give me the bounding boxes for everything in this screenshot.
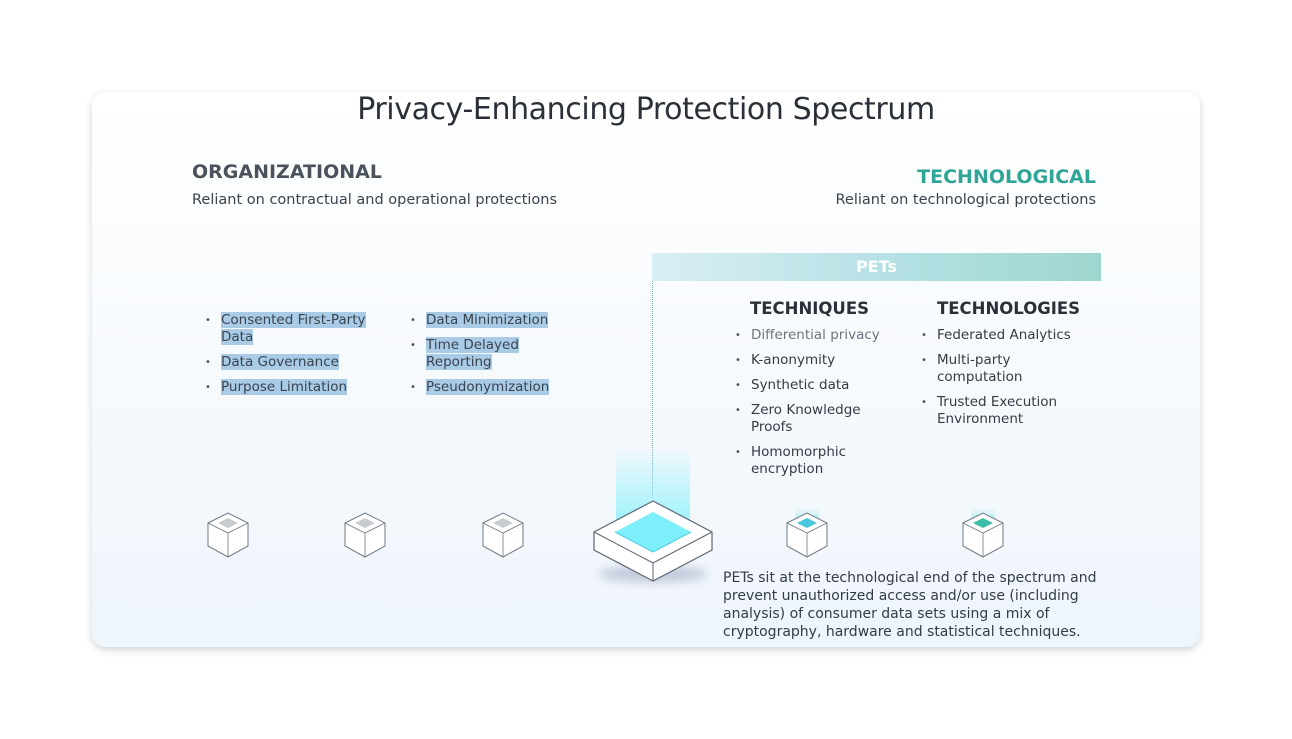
pets-platform-icon <box>593 446 713 582</box>
list-item: Data Governance <box>205 354 375 371</box>
list-item: Differential privacy <box>735 327 885 344</box>
techniques-heading: TECHNIQUES <box>750 299 869 318</box>
technologies-heading: TECHNOLOGIES <box>937 299 1081 318</box>
pets-divider <box>652 253 653 498</box>
list-item: Purpose Limitation <box>205 379 375 396</box>
cube-icon <box>344 512 386 558</box>
organizational-subtitle: Reliant on contractual and operational p… <box>192 192 558 208</box>
spectrum-timeline <box>92 446 1200 582</box>
list-item: Consented First-Party Data <box>205 312 375 346</box>
spectrum-card: Privacy-Enhancing Protection Spectrum OR… <box>92 92 1200 647</box>
list-item: K-anonymity <box>735 352 885 369</box>
pets-description: PETs sit at the technological end of the… <box>723 570 1097 640</box>
organizational-list-2: Data Minimization Time Delayed Reporting… <box>410 312 570 404</box>
list-item: Time Delayed Reporting <box>410 337 570 371</box>
cube-icon <box>482 512 524 558</box>
list-item: Trusted Execution Environment <box>921 394 1081 428</box>
techniques-list: Differential privacy K-anonymity Synthet… <box>735 327 885 486</box>
organizational-heading: ORGANIZATIONAL <box>192 161 382 183</box>
cube-icon <box>207 512 249 558</box>
list-item: Homomorphic encryption <box>735 444 885 478</box>
technological-heading: TECHNOLOGICAL <box>917 166 1096 188</box>
cube-icon <box>962 508 1004 558</box>
list-item: Synthetic data <box>735 377 885 394</box>
list-item: Federated Analytics <box>921 327 1081 344</box>
organizational-list-1: Consented First-Party Data Data Governan… <box>205 312 375 404</box>
list-item: Pseudonymization <box>410 379 570 396</box>
list-item: Zero Knowledge Proofs <box>735 402 885 436</box>
list-item: Data Minimization <box>410 312 570 329</box>
list-item: Multi-party computation <box>921 352 1081 386</box>
technological-subtitle: Reliant on technological protections <box>835 192 1096 208</box>
pets-band: PETs <box>652 253 1101 281</box>
diagram-title: Privacy-Enhancing Protection Spectrum <box>357 92 935 127</box>
technologies-list: Federated Analytics Multi-party computat… <box>921 327 1081 436</box>
cube-icon <box>786 508 828 558</box>
